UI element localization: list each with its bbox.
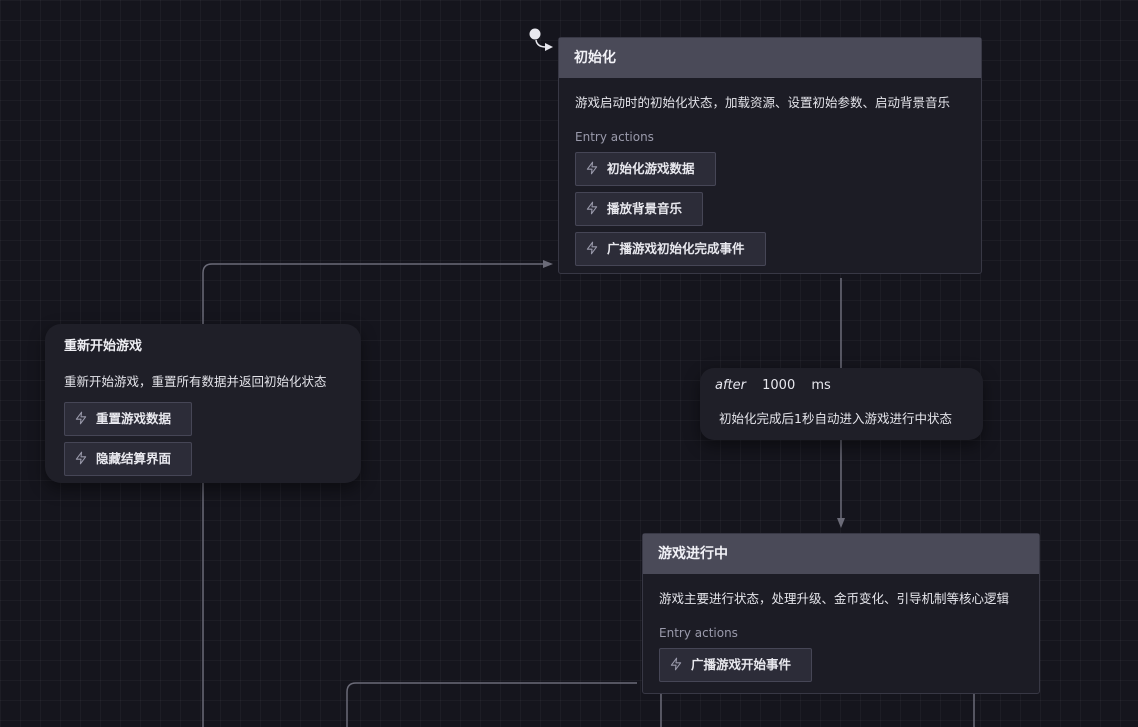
state-playing-entry-label: Entry actions [659,626,738,640]
bolt-icon [75,411,87,425]
action-hide-result-ui[interactable]: 隐藏结算界面 [64,442,193,476]
state-restart[interactable]: 重新开始游戏 重新开始游戏，重置所有数据并返回初始化状态 重置游戏数据 隐藏结算… [45,324,361,483]
state-playing-title: 游戏进行中 [643,534,1039,574]
action-play-bgm[interactable]: 播放背景音乐 [575,192,704,226]
state-init[interactable]: 初始化 游戏启动时的初始化状态，加载资源、设置初始参数、启动背景音乐 Entry… [558,37,982,274]
action-label: 广播游戏开始事件 [691,657,792,672]
initial-arrowhead [545,43,553,51]
action-init-game-data[interactable]: 初始化游戏数据 [575,152,716,186]
bolt-icon [586,201,598,215]
action-broadcast-game-start[interactable]: 广播游戏开始事件 [659,648,813,682]
edge-init-to-playing-arrow [837,518,845,528]
transition-after-delay[interactable]: after 1000 ms 初始化完成后1秒自动进入游戏进行中状态 [700,368,983,440]
action-label: 广播游戏初始化完成事件 [607,241,745,256]
transition-delay-row: after 1000 ms [700,368,983,393]
initial-arrow-line [535,39,547,48]
after-keyword: after [715,378,746,393]
transition-description: 初始化完成后1秒自动进入游戏进行中状态 [719,411,952,426]
delay-unit: ms [811,378,831,393]
bolt-icon [670,657,682,671]
delay-value: 1000 [762,378,796,393]
edge-playing-out-left[interactable] [346,682,637,727]
bolt-icon [586,161,598,175]
state-playing-description: 游戏主要进行状态，处理升级、金币变化、引导机制等核心逻辑 [659,591,1010,606]
initial-state-dot [529,28,541,40]
action-label: 播放背景音乐 [607,201,683,216]
state-init-entry-label: Entry actions [575,130,654,144]
action-broadcast-init-done[interactable]: 广播游戏初始化完成事件 [575,232,766,266]
state-playing[interactable]: 游戏进行中 游戏主要进行状态，处理升级、金币变化、引导机制等核心逻辑 Entry… [642,533,1040,694]
action-reset-game-data[interactable]: 重置游戏数据 [64,402,193,436]
edge-restart-to-init-arrow [543,260,553,268]
state-init-description: 游戏启动时的初始化状态，加载资源、设置初始参数、启动背景音乐 [575,95,951,110]
state-restart-title: 重新开始游戏 [64,339,143,354]
state-restart-description: 重新开始游戏，重置所有数据并返回初始化状态 [64,374,327,389]
action-label: 重置游戏数据 [96,411,172,426]
action-label: 隐藏结算界面 [96,451,172,466]
bolt-icon [75,451,87,465]
state-init-title: 初始化 [559,38,981,78]
bolt-icon [586,241,598,255]
action-label: 初始化游戏数据 [607,161,695,176]
